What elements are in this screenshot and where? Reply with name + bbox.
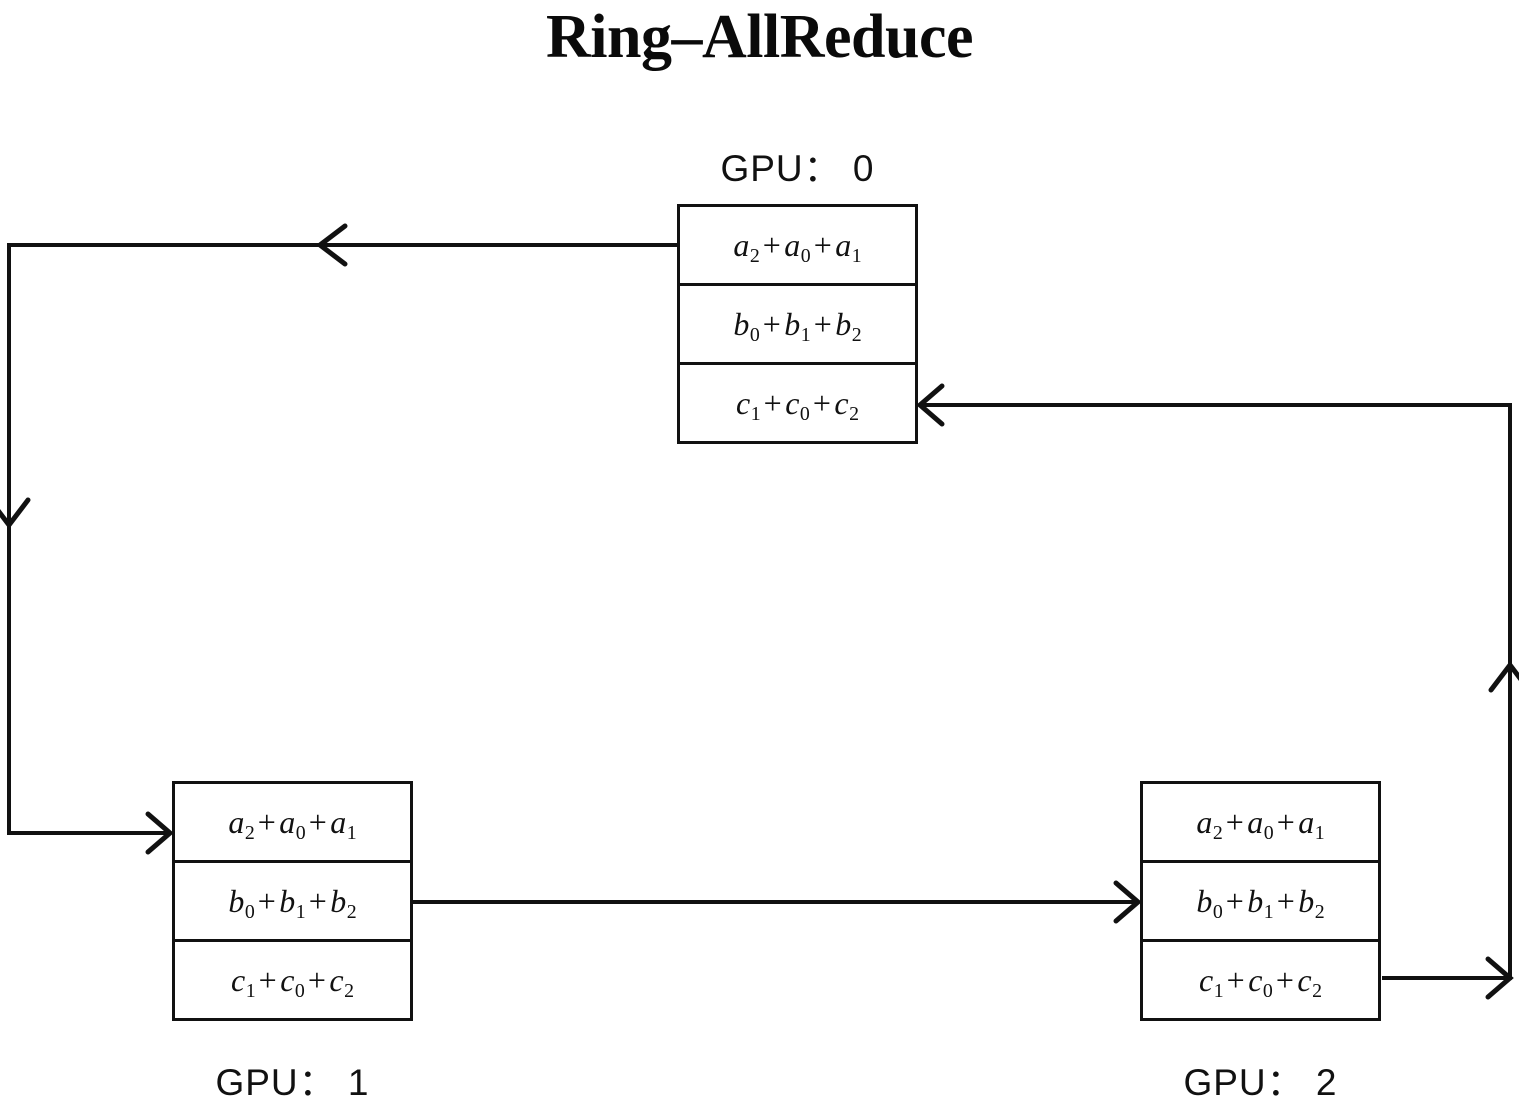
gpu-label-gpu0: GPU： 0	[720, 148, 875, 189]
node-row-gpu0-b[interactable]: b0+b1+b2	[680, 286, 915, 365]
expression-gpu2-c: c1+c0+c2	[1199, 961, 1322, 1002]
node-row-gpu0-c[interactable]: c1+c0+c2	[680, 365, 915, 441]
node-row-gpu1-c[interactable]: c1+c0+c2	[175, 942, 410, 1018]
expression-gpu2-a: a2+a0+a1	[1196, 803, 1325, 844]
edge-gpu0-a-to-gpu1-a	[0, 223, 677, 855]
expression-gpu0-b: b0+b1+b2	[733, 305, 862, 346]
gpu-label-gpu1: GPU： 1	[215, 1062, 370, 1103]
expression-gpu0-c: c1+c0+c2	[736, 384, 859, 425]
expression-gpu2-b: b0+b1+b2	[1196, 882, 1325, 923]
node-box-gpu2[interactable]: a2+a0+a1 b0+b1+b2 c1+c0+c2	[1140, 781, 1381, 1021]
expression-gpu1-c: c1+c0+c2	[231, 961, 354, 1002]
edge-gpu1-b-to-gpu2-b	[413, 880, 1142, 924]
node-row-gpu2-c[interactable]: c1+c0+c2	[1143, 942, 1378, 1018]
node-box-gpu0[interactable]: a2+a0+a1 b0+b1+b2 c1+c0+c2	[677, 204, 918, 444]
expression-gpu0-a: a2+a0+a1	[733, 226, 862, 267]
node-row-gpu0-a[interactable]: a2+a0+a1	[680, 207, 915, 286]
expression-gpu1-a: a2+a0+a1	[228, 803, 357, 844]
node-row-gpu1-a[interactable]: a2+a0+a1	[175, 784, 410, 863]
node-row-gpu1-b[interactable]: b0+b1+b2	[175, 863, 410, 942]
expression-gpu1-b: b0+b1+b2	[228, 882, 357, 923]
node-row-gpu2-b[interactable]: b0+b1+b2	[1143, 863, 1378, 942]
node-box-gpu1[interactable]: a2+a0+a1 b0+b1+b2 c1+c0+c2	[172, 781, 413, 1021]
page-title: Ring–AllReduce	[546, 3, 974, 71]
gpu-label-gpu2: GPU： 2	[1183, 1062, 1338, 1103]
node-row-gpu2-a[interactable]: a2+a0+a1	[1143, 784, 1378, 863]
